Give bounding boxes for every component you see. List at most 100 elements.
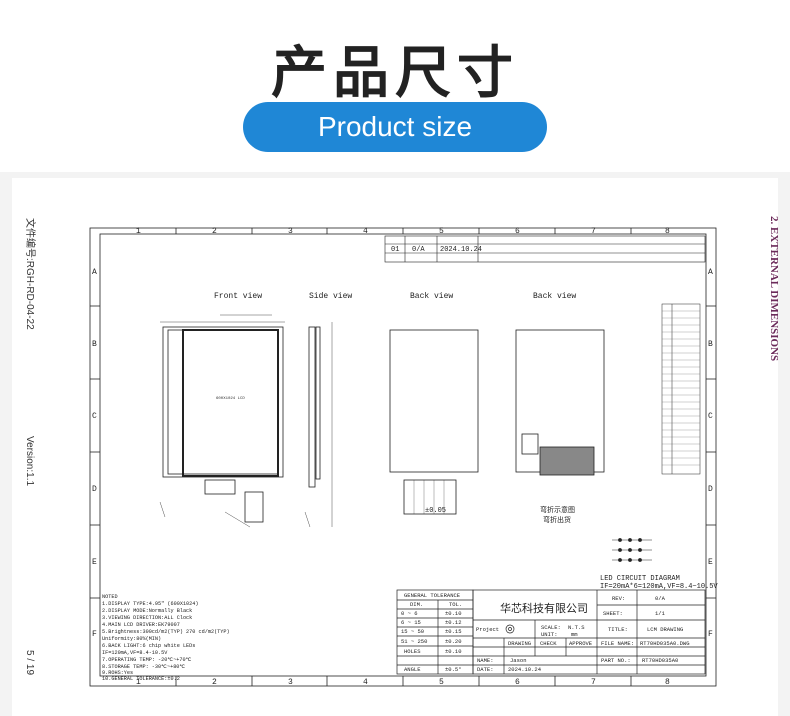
tolerance-cell: ±0.5° (445, 666, 462, 673)
approve-label: APPROVE (569, 640, 593, 647)
col-label: 6 (515, 678, 520, 687)
led-spec: IF=20mA*6=120mA,VF=8.4~10.5V (600, 583, 718, 591)
date-label: DATE: (477, 666, 494, 673)
note-line: IF=120mA,VF=8.4-10.5V (102, 650, 168, 656)
tolerance-cell: ±0.10 (445, 648, 462, 655)
row-label: F (92, 630, 97, 639)
tolerance-cell: ±0.10 (445, 610, 462, 617)
tolerance-cell: ±0.12 (445, 619, 462, 626)
note-line: 7.OPERATING TEMP: -20℃~+70℃ (102, 657, 192, 663)
row-label: B (92, 340, 97, 349)
tolerance-cell: 0 ~ 6 (401, 610, 418, 617)
side-view (304, 322, 333, 528)
page-header: 产品尺寸 Product size (0, 0, 790, 172)
note-line: 6.BACK LIGHT:6 chip white LEDs (102, 643, 195, 649)
note-line: 1.DISPLAY TYPE:4.95" (600X1024) (102, 601, 199, 607)
scale-label: SCALE: (541, 624, 561, 631)
note-line: 3.VIEWING DIRECTION:ALL Clock (102, 615, 192, 621)
col-label: 2 (212, 227, 217, 236)
front-view (159, 314, 285, 528)
name-label: NAME: (477, 657, 494, 664)
scale-value: N.T.S (568, 624, 585, 631)
lcm-drawing: 1 2 3 4 5 6 7 8 1 2 3 4 5 6 7 8 A B C D … (89, 227, 718, 687)
col-label: 4 (363, 678, 368, 687)
back-view-2 (515, 329, 605, 476)
col-label: 1 (136, 227, 141, 236)
row-label: A (708, 268, 713, 277)
part-label: PART NO.: (601, 657, 631, 664)
note-line: 2.DISPLAY MODE:Normally Black (102, 608, 192, 614)
col-label: 3 (288, 227, 293, 236)
rev-value: 0/A (655, 595, 666, 602)
file-label: FILE NAME: (601, 640, 634, 647)
row-label: A (92, 268, 97, 277)
title-block (472, 589, 706, 675)
subtitle-badge: Product size (243, 102, 547, 152)
drawing-sheet: 文件编号:RGH-RD-04-22 Version:1.1 5 / 19 2. … (0, 172, 790, 716)
notes-block: NOTED 1.DISPLAY TYPE:4.95" (600X1024) 2.… (102, 594, 230, 682)
file-value: RT70HD035A0.DWG (640, 640, 690, 647)
col-label: 7 (591, 227, 596, 236)
tolerance-cell: ANGLE (404, 666, 421, 673)
note-line: 10.GENERAL TOLERANCE:±0.2 (102, 676, 180, 682)
row-label: E (92, 558, 97, 567)
title-label: TITLE: (608, 626, 628, 633)
rev-label: REV: (612, 595, 625, 602)
rev-cell: 0/A (412, 246, 425, 254)
rev-cell: 01 (391, 246, 399, 254)
pin-table-rows (662, 310, 700, 466)
check-label: CHECK (540, 640, 557, 647)
col-label: 8 (665, 678, 670, 687)
row-label: C (708, 412, 713, 421)
page-title: 产品尺寸 (271, 41, 519, 106)
col-label: 8 (665, 227, 670, 236)
note-line: 8.STORAGE TEMP: -30℃~+80℃ (102, 664, 185, 670)
front-view-annotation: 600X1024 LCD (216, 397, 245, 401)
back-view-title: Back view (410, 292, 453, 301)
side-view-title: Side view (309, 292, 352, 301)
note-line: 5.Brightness:300cd/m2(TYP) 270 cd/m2(TYP… (102, 629, 230, 635)
back-view-1 (389, 329, 479, 515)
name-value: Jason (510, 657, 527, 664)
sheet-label: SHEET: (603, 610, 623, 617)
tolerance-cell: 15 ~ 50 (401, 628, 424, 635)
pin-table (661, 303, 701, 475)
tolerance-note: ±0.05 (425, 507, 446, 515)
tolerance-cell: ±0.20 (445, 638, 462, 645)
back-view-title-2: Back view (533, 292, 576, 301)
tolerance-cell: 51 ~ 250 (401, 638, 427, 645)
col-label: 7 (591, 678, 596, 687)
row-label: D (92, 485, 97, 494)
title-value: LCM DRAWING (647, 626, 683, 633)
tolerance-header: DIM. (410, 601, 423, 608)
row-label: C (92, 412, 97, 421)
revision-table (384, 235, 706, 263)
note-line: 4.MAIN LCD DRIVER:EK79007 (102, 622, 180, 628)
led-circuit (612, 538, 652, 562)
rev-cell: 2024.10.24 (440, 246, 482, 254)
date-value: 2024.10.24 (508, 666, 542, 673)
col-label: 4 (363, 227, 368, 236)
tolerance-cell: ±0.15 (445, 628, 462, 635)
tolerance-header: TOL. (449, 601, 462, 608)
row-label: F (708, 630, 713, 639)
note-line: 9.ROHS:Yes (102, 670, 133, 676)
col-label: 5 (439, 227, 444, 236)
unit-label: UNIT: (541, 631, 558, 638)
drawing-label: DRAWING (508, 640, 531, 647)
bend-label-2: 弯折出货 (543, 515, 571, 525)
col-label: 1 (136, 678, 141, 687)
note-line: Uniformity:80%(MIN) (102, 636, 161, 642)
led-title: LED CIRCUIT DIAGRAM (600, 575, 680, 583)
front-view-title: Front view (214, 292, 262, 301)
company-name: 华芯科技有限公司 (500, 601, 588, 616)
row-label: E (708, 558, 713, 567)
part-value: RT70HD035A0 (642, 657, 678, 664)
col-label: 6 (515, 227, 520, 236)
col-label: 3 (288, 678, 293, 687)
bend-label-1: 弯折示意图 (540, 505, 575, 515)
project-label: Project (476, 626, 499, 633)
col-label: 5 (439, 678, 444, 687)
tolerance-cell: 6 ~ 15 (401, 619, 421, 626)
unit-value: mm (571, 631, 578, 638)
